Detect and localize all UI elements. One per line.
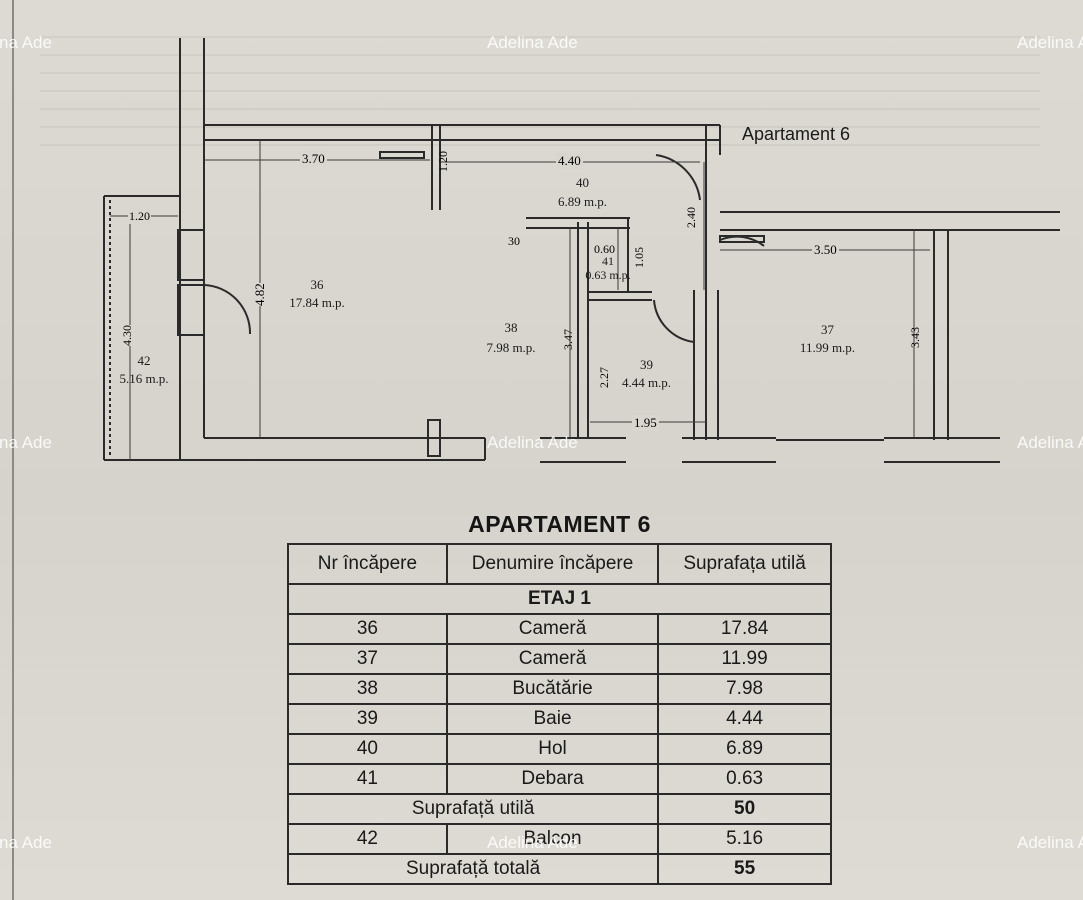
- watermark: Adelina Ade: [487, 433, 578, 452]
- room-number: 36: [310, 277, 324, 292]
- room-area: 4.44 m.p.: [621, 375, 672, 390]
- cell-room-area: 6.89: [657, 733, 832, 765]
- dimension-label: 1.20: [436, 151, 450, 172]
- room-label-40: 40 6.89 m.p.: [540, 173, 625, 211]
- cell-room-number: 41: [287, 763, 448, 795]
- cell-room-number: 36: [287, 613, 448, 645]
- cell-room-area: 0.63: [657, 763, 832, 795]
- dimension-label: 1.20: [128, 209, 151, 224]
- room-area: 0.63 m.p.: [585, 268, 631, 282]
- watermark: Adelina Ade: [1017, 833, 1083, 852]
- cell-room-name: Baie: [445, 703, 660, 735]
- floor-plan: [103, 38, 1060, 463]
- watermark: Adelina Ade: [487, 833, 578, 852]
- dimension-label: 4.82: [252, 283, 268, 306]
- cell-room-area: 5.16: [657, 823, 832, 855]
- dimension-label: 4.30: [120, 325, 135, 346]
- table-row: 41 Debara 0.63: [287, 763, 832, 795]
- cell-room-number: 38: [287, 673, 448, 705]
- cell-room-area: 7.98: [657, 673, 832, 705]
- dimension-label: 30: [508, 234, 520, 248]
- watermark: na Ade: [0, 33, 52, 52]
- dimension-label: 1.95: [632, 415, 659, 431]
- table-row: 40 Hol 6.89: [287, 733, 832, 765]
- dimension-label: 3.43: [908, 327, 922, 348]
- watermark: Adelina Ade: [1017, 33, 1083, 52]
- table-row: 42 Balcon 5.16: [287, 823, 832, 855]
- table-title: APARTAMENT 6: [468, 511, 651, 537]
- room-area: 11.99 m.p.: [799, 340, 856, 355]
- useful-area-label: Suprafață utilă: [286, 793, 660, 825]
- room-number: 38: [504, 320, 518, 335]
- room-label-37: 37 11.99 m.p.: [780, 321, 875, 357]
- cell-room-name: Balcon: [445, 823, 660, 855]
- room-area: 5.16 m.p.: [119, 371, 169, 386]
- table-row: 37 Cameră 11.99: [287, 643, 832, 675]
- cell-room-name: Hol: [445, 733, 660, 765]
- useful-area-value: 50: [657, 793, 832, 825]
- watermark: na Ade: [0, 833, 52, 852]
- cell-room-number: 40: [287, 733, 448, 765]
- cell-room-name: Cameră: [445, 643, 660, 675]
- useful-area-row: Suprafață utilă 50: [286, 793, 832, 825]
- room-label-41: 41 0.63 m.p.: [576, 254, 640, 282]
- cell-room-number: 37: [287, 643, 448, 675]
- total-area-value: 55: [657, 853, 832, 885]
- section-row: ETAJ 1: [287, 583, 832, 615]
- dimension-label: 2.40: [684, 207, 698, 228]
- dimension-label: 3.70: [300, 151, 327, 167]
- room-number: 39: [640, 357, 653, 372]
- dimension-label: 3.47: [561, 329, 575, 350]
- room-area: 7.98 m.p.: [486, 340, 536, 355]
- table-row: 36 Cameră 17.84: [287, 613, 832, 645]
- bleed-through-text: [40, 20, 1040, 160]
- room-number: 41: [602, 254, 614, 268]
- table-row: 38 Bucătărie 7.98: [287, 673, 832, 705]
- room-label-39: 39 4.44 m.p.: [604, 356, 689, 392]
- cell-room-name: Bucătărie: [445, 673, 660, 705]
- watermark: Adelina Ade: [1017, 433, 1083, 452]
- room-area: 6.89 m.p.: [557, 194, 608, 209]
- column-header: Denumire încăpere: [445, 543, 660, 585]
- page-margin-line: [12, 0, 14, 900]
- dimension-label: 1.05: [632, 247, 646, 268]
- dimension-label: 3.50: [812, 242, 839, 258]
- cell-room-number: 39: [287, 703, 448, 735]
- plan-apartment-label: Apartament 6: [742, 124, 851, 144]
- room-label-42: 42 5.16 m.p.: [108, 352, 180, 388]
- cell-room-number: 42: [287, 823, 448, 855]
- room-number: 42: [137, 353, 151, 368]
- rooms-table: Nr încăpere Denumire încăpere Suprafața …: [286, 543, 832, 885]
- total-area-label: Suprafață totală: [286, 853, 660, 885]
- column-header: Nr încăpere: [287, 543, 448, 585]
- table-row: 39 Baie 4.44: [287, 703, 832, 735]
- cell-room-name: Debara: [445, 763, 660, 795]
- room-number: 40: [576, 175, 589, 190]
- room-label-36: 36 17.84 m.p.: [272, 276, 362, 312]
- watermark: Adelina Ade: [487, 33, 578, 52]
- watermark: na Ade: [0, 433, 52, 452]
- column-header: Suprafața utilă: [657, 543, 832, 585]
- dimension-label: 0.60: [594, 242, 615, 256]
- dimension-label: 2.27: [597, 367, 611, 388]
- section-label: ETAJ 1: [287, 583, 832, 615]
- cell-room-area: 4.44: [657, 703, 832, 735]
- cell-room-area: 17.84: [657, 613, 832, 645]
- dimension-label: 4.40: [556, 153, 583, 169]
- cell-room-area: 11.99: [657, 643, 832, 675]
- total-area-row: Suprafață totală 55: [286, 853, 832, 885]
- room-area: 17.84 m.p.: [289, 295, 345, 310]
- cell-room-name: Cameră: [445, 613, 660, 645]
- table-header-row: Nr încăpere Denumire încăpere Suprafața …: [287, 543, 832, 585]
- room-number: 37: [821, 322, 834, 337]
- room-label-38: 38 7.98 m.p.: [466, 318, 556, 358]
